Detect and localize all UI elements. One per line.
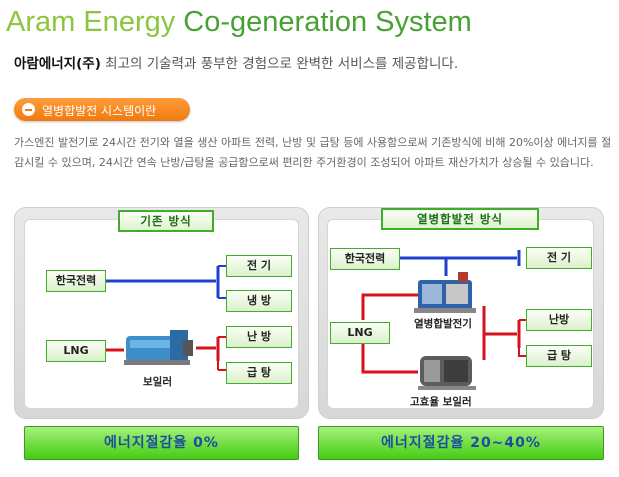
hi-eff-boiler-label: 고효율 보일러 (410, 396, 472, 408)
left-kepco-box: 한국전력 (46, 270, 106, 292)
right-heating-box: 난방 (526, 309, 592, 331)
minus-icon (22, 103, 35, 116)
left-heat-branch (217, 336, 226, 371)
conventional-header: 기존 방식 (118, 210, 214, 232)
section-pill[interactable]: 열병합발전 시스템이란 (14, 98, 190, 121)
right-hotwater-box: 급 탕 (526, 345, 592, 367)
page-title: Aram Energy Co-generation System (6, 2, 472, 42)
cogeneration-savings: 에너지절감율 20~40% (318, 426, 604, 460)
left-electricity-box: 전 기 (226, 255, 292, 277)
section-pill-label: 열병합발전 시스템이란 (42, 104, 157, 118)
boiler-machine-icon (124, 330, 193, 365)
subtitle-text: 최고의 기술력과 풍부한 경험으로 완벽한 서비스를 제공합니다. (100, 56, 459, 72)
hi-eff-boiler-icon (418, 356, 476, 390)
left-heating-box: 난 방 (226, 326, 292, 348)
chp-label: 열병합발전기 (414, 318, 472, 330)
left-lng-box: LNG (46, 340, 106, 362)
title-brand: Aram Energy (6, 6, 184, 38)
chp-generator-icon (414, 272, 476, 313)
page-subtitle: 아람에너지(주) 최고의 기술력과 풍부한 경험으로 완벽한 서비스를 제공합니… (14, 52, 458, 72)
title-system: Co-generation System (183, 6, 472, 38)
right-electricity-box: 전 기 (526, 247, 592, 269)
right-lng-box: LNG (330, 322, 390, 344)
left-electric-branch (218, 265, 226, 299)
company-name: 아람에너지(주) (14, 56, 101, 72)
section-description: 가스엔진 발전기로 24시간 전기와 열을 생산 아파트 전력, 난방 및 급탕… (14, 136, 612, 169)
right-heat-branch (518, 319, 526, 357)
cogeneration-header: 열병합발전 방식 (381, 208, 539, 230)
right-lng-down (361, 344, 418, 374)
right-kepco-box: 한국전력 (330, 248, 400, 270)
left-hotwater-box: 급 탕 (226, 362, 292, 384)
left-cooling-box: 냉 방 (226, 290, 292, 312)
right-lng-up (361, 293, 418, 320)
left-heat-line (104, 346, 216, 352)
boiler-label: 보일러 (143, 376, 172, 388)
conventional-savings: 에너지절감율 0% (24, 426, 299, 460)
